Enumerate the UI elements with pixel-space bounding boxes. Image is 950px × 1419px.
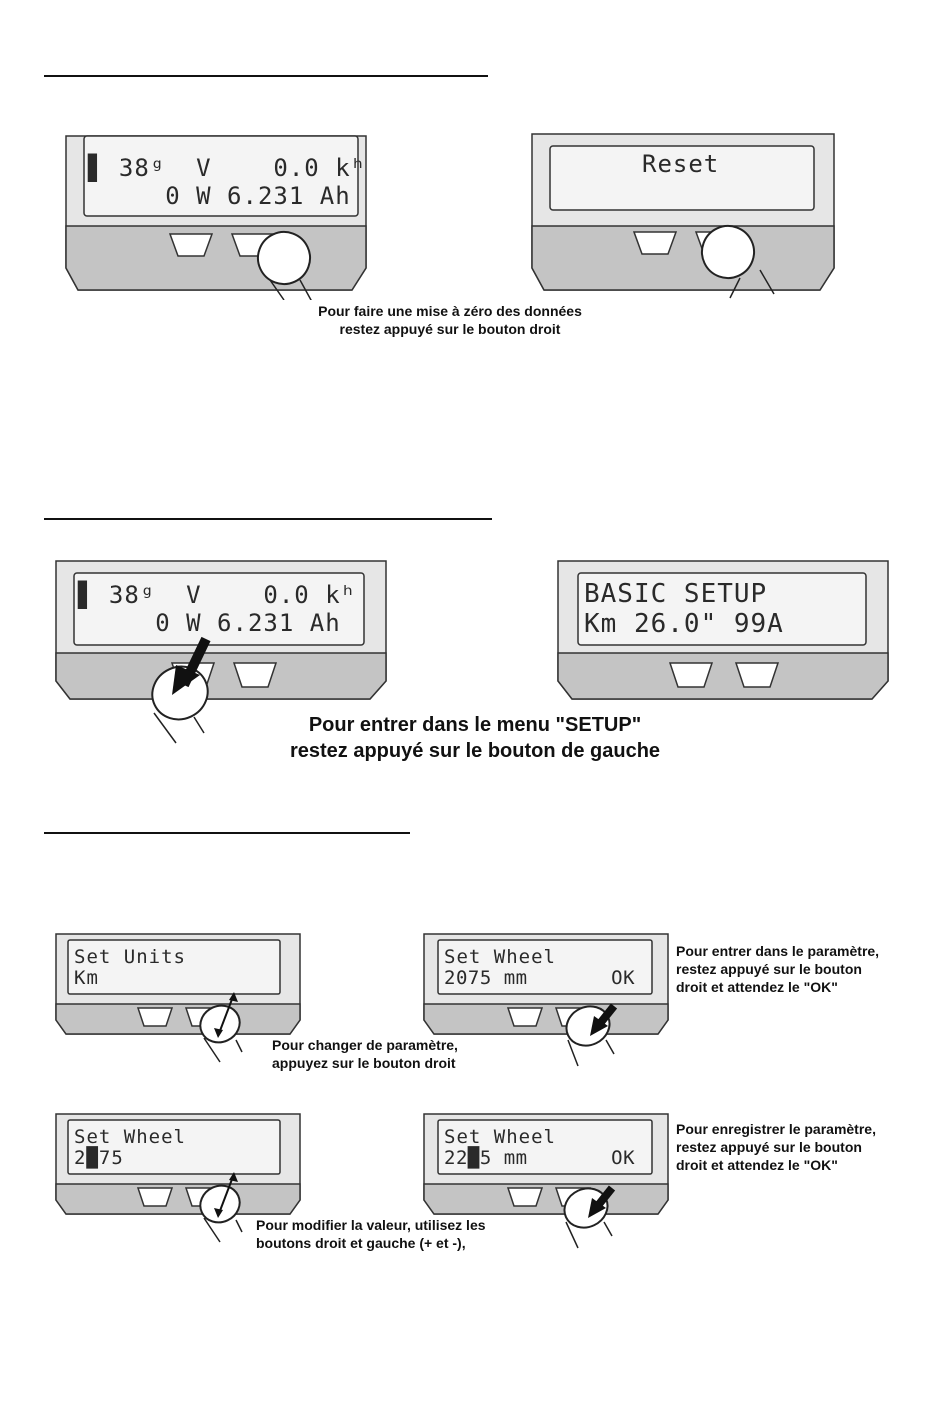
- arrow-down-icon: [588, 1198, 606, 1218]
- lcd-line-1: Set Wheel: [444, 946, 556, 968]
- lcd-line-2: 22█5 mm OK: [444, 1147, 636, 1169]
- caption-line: Pour faire une mise à zéro des données: [318, 303, 582, 319]
- double-arrow-icon: [229, 1172, 238, 1182]
- display-device-illustration: [423, 1113, 669, 1249]
- display-device-set-units: Set Units Km: [54, 930, 304, 1066]
- display-device-main-2: ▋ 38ᵍ V 0.0 kʰ 0 W 6.231 Ah: [54, 557, 390, 747]
- caption-reset: Pour faire une mise à zéro des données r…: [300, 302, 600, 338]
- caption-change-parameter: Pour changer de paramètre, appuyez sur l…: [272, 1036, 458, 1072]
- section-rule-1: [44, 75, 488, 77]
- lcd-line-1: Set Wheel: [444, 1126, 556, 1148]
- left-button: [668, 662, 714, 688]
- caption-line: droit et attendez le "OK": [676, 979, 838, 996]
- finger-icon: [199, 1184, 241, 1224]
- caption-line: restez appuyé sur le bouton: [676, 961, 862, 978]
- caption-line: restez appuyé sur le bouton de gauche: [289, 740, 661, 762]
- arrow-down-icon: [172, 665, 200, 695]
- lcd-line-1: Reset: [642, 150, 720, 178]
- display-device-set-wheel-edit: Set Wheel 2█75: [54, 1110, 304, 1250]
- lcd-line-2: 2075 mm OK: [444, 967, 636, 989]
- finger-icon: [199, 1004, 241, 1044]
- caption-enter-parameter: Pour entrer dans le paramètre, restez ap…: [676, 942, 879, 997]
- display-device-main-1: ▋ 38ᵍ V 0.0 kʰ 0 W 6.231 Ah: [64, 130, 370, 300]
- left-button: [506, 1187, 544, 1207]
- double-arrow-icon: [229, 992, 238, 1002]
- caption-line: droit et attendez le "OK": [676, 1157, 838, 1174]
- lcd-line-2: 0 W 6.231 Ah: [88, 182, 351, 210]
- display-device-reset: Reset: [530, 130, 838, 300]
- lcd-line-2: Km 26.0" 99A: [584, 609, 784, 639]
- arrow-down-icon: [590, 1016, 608, 1036]
- left-button: [506, 1007, 544, 1027]
- display-device-illustration: [65, 135, 367, 300]
- caption-line: Pour modifier la valeur, utilisez les: [256, 1217, 486, 1233]
- caption-line: appuyez sur le bouton droit: [272, 1055, 456, 1072]
- left-button: [632, 231, 678, 255]
- display-device-set-wheel-save: Set Wheel 22█5 mm OK: [422, 1110, 672, 1250]
- finger-icon: [257, 231, 311, 285]
- display-device-set-wheel-ok: Set Wheel 2075 mm OK: [422, 930, 672, 1070]
- display-device-basic-setup: BASIC SETUP Km 26.0" 99A: [556, 557, 892, 707]
- caption-line: boutons droit et gauche (+ et -),: [256, 1235, 466, 1252]
- right-button: [232, 662, 278, 688]
- lcd-line-1: BASIC SETUP: [584, 579, 768, 609]
- left-button: [168, 233, 214, 257]
- lcd-line-1: Set Wheel: [74, 1126, 186, 1148]
- section-rule-3: [44, 832, 410, 834]
- caption-line: Pour entrer dans le paramètre,: [676, 943, 880, 959]
- left-button: [136, 1007, 174, 1027]
- display-device-illustration: [55, 933, 301, 1063]
- finger-icon: [701, 225, 755, 279]
- section-rule-2: [44, 518, 492, 520]
- display-device-illustration: [531, 133, 835, 299]
- caption-line: Pour changer de paramètre,: [272, 1037, 458, 1053]
- caption-modify-value: Pour modifier la valeur, utilisez les bo…: [256, 1216, 486, 1252]
- lcd-line-2: 2█75: [74, 1147, 124, 1169]
- lcd-line-1: Set Units: [74, 946, 186, 968]
- lcd-line-1: ▋ 38ᵍ V 0.0 kʰ: [88, 154, 367, 182]
- caption-line: restez appuyé sur le bouton droit: [339, 321, 561, 338]
- display-device-illustration: [557, 560, 889, 700]
- display-device-illustration: [423, 933, 669, 1067]
- lcd-line-1: ▋ 38ᵍ V 0.0 kʰ: [78, 581, 357, 609]
- caption-save-parameter: Pour enregistrer le paramètre, restez ap…: [676, 1120, 876, 1175]
- caption-line: Pour entrer dans le menu "SETUP": [308, 714, 642, 736]
- finger-icon: [151, 665, 209, 721]
- display-device-illustration: [55, 1113, 301, 1243]
- lcd-line-2: 0 W 6.231 Ah: [78, 609, 341, 637]
- caption-line: restez appuyé sur le bouton: [676, 1139, 862, 1156]
- caption-setup: Pour entrer dans le menu "SETUP" restez …: [270, 712, 680, 764]
- left-button: [136, 1187, 174, 1207]
- right-button: [734, 662, 780, 688]
- display-device-illustration: [55, 560, 387, 744]
- lcd-line-2: Km: [74, 967, 99, 989]
- caption-line: Pour enregistrer le paramètre,: [676, 1121, 876, 1137]
